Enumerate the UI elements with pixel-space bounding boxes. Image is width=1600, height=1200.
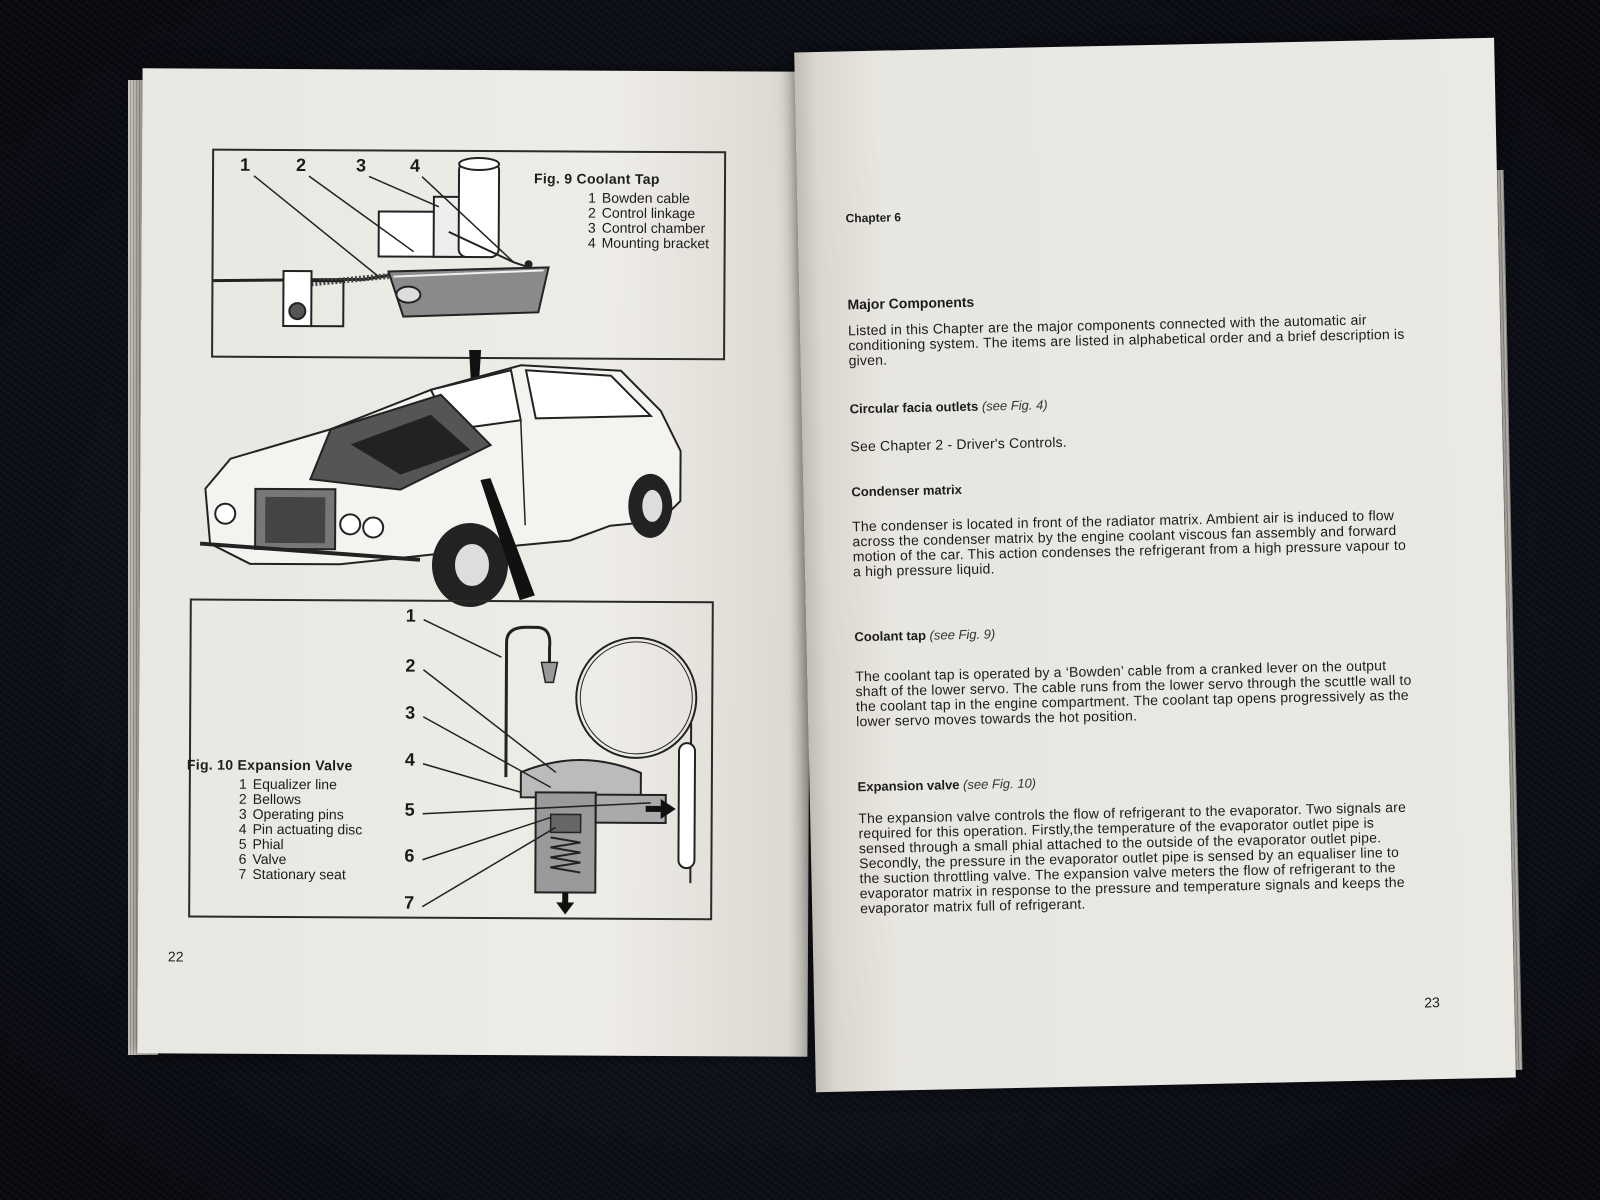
fig10-callout-1: 1 [405,605,416,626]
fig9-callout-1: 1 [240,154,251,175]
fig10-title: Fig. 10 Expansion Valve [186,756,353,774]
page-number-left: 22 [167,948,184,965]
section-heading: Major Components [847,293,975,313]
entry-title-coolant-tap: Coolant tap (see Fig. 9) [854,626,996,645]
fig9-callout-4: 4 [410,155,421,176]
intro-paragraph: Listed in this Chapter are the major com… [847,311,1405,369]
entry-body-expansion-valve: The expansion valve controls the flow of… [858,798,1407,917]
entry-body-coolant-tap: The coolant tap is operated by a ‘Bowden… [855,657,1412,730]
fig9-title: Fig. 9 Coolant Tap [533,170,660,187]
fig10-callout-6: 6 [404,845,415,866]
entry-title-circular-facia-outlets: Circular facia outlets (see Fig. 4) [849,397,1048,417]
entry-body-circular-facia-outlets: See Chapter 2 - Driver's Controls. [850,433,1068,455]
fig10-callout-7: 7 [404,892,415,913]
fig10-callout-3: 3 [405,702,416,723]
fig10-callout-2: 2 [405,655,416,676]
fig9-callout-3: 3 [356,155,367,176]
chapter-label: Chapter 6 [845,210,902,226]
fig9-callout-2: 2 [296,155,307,176]
fig10-callout-4: 4 [404,749,416,770]
entry-title-expansion-valve: Expansion valve (see Fig. 10) [857,775,1037,795]
expansion-valve-illustration [421,619,698,915]
page-number-right: 23 [1424,994,1440,1011]
entry-title-condenser-matrix: Condenser matrix [851,482,963,500]
right-page: Chapter 6 Major Components Listed in thi… [794,37,1516,1093]
entry-body-condenser-matrix: The condenser is located in front of the… [851,506,1407,580]
coolant-tap-illustration [213,157,550,328]
fig10-callout-5: 5 [404,799,415,820]
car-illustration [199,349,682,607]
